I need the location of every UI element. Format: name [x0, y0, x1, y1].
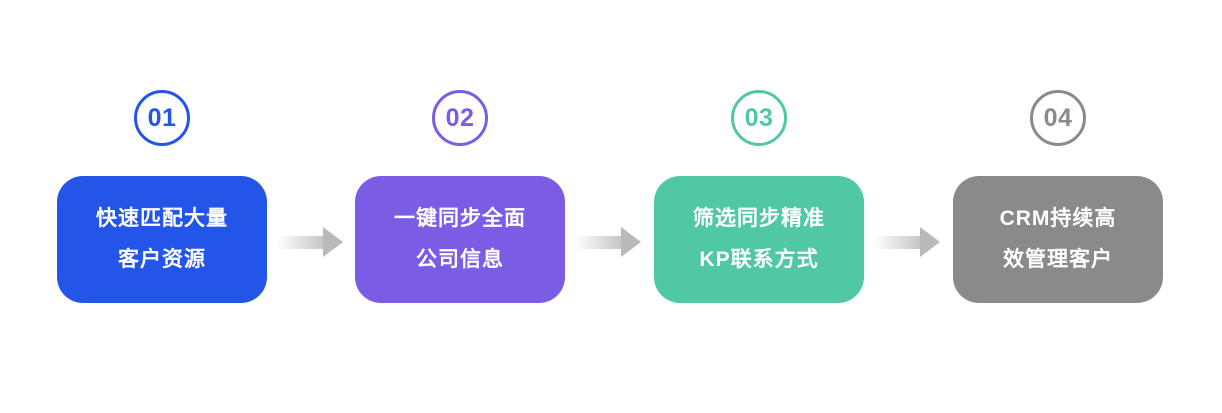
step-4-card-line1: CRM持续高 [999, 207, 1117, 230]
arrow-tail [576, 235, 621, 249]
arrow-right-icon [576, 227, 641, 257]
arrow-tail [278, 235, 323, 249]
step-2-card-line2: 公司信息 [416, 248, 504, 271]
arrow-right-icon [278, 227, 343, 257]
step-1-card-line2: 客户资源 [118, 248, 206, 271]
step-4-card-line2: 效管理客户 [1003, 248, 1113, 271]
step-1-card-line1: 快速匹配大量 [96, 207, 228, 230]
step-3-card-line1: 筛选同步精准 [693, 207, 825, 230]
step-1-card: 快速匹配大量 客户资源 [57, 176, 267, 303]
step-3-card-line2: KP联系方式 [699, 248, 819, 271]
arrow-right-icon [875, 227, 940, 257]
step-4: 04 CRM持续高 效管理客户 [953, 90, 1163, 303]
step-3-card: 筛选同步精准 KP联系方式 [654, 176, 864, 303]
step-4-number-badge: 04 [1030, 90, 1086, 146]
step-3: 03 筛选同步精准 KP联系方式 [654, 90, 864, 303]
step-1: 01 快速匹配大量 客户资源 [57, 90, 267, 303]
step-2-number-badge: 02 [432, 90, 488, 146]
step-2: 02 一键同步全面 公司信息 [355, 90, 565, 303]
step-4-card: CRM持续高 效管理客户 [953, 176, 1163, 303]
step-2-card-line1: 一键同步全面 [394, 207, 526, 230]
arrow-head [323, 227, 343, 257]
arrow-head [621, 227, 641, 257]
step-3-number-badge: 03 [731, 90, 787, 146]
arrow-tail [875, 235, 920, 249]
step-1-number-badge: 01 [134, 90, 190, 146]
step-2-card: 一键同步全面 公司信息 [355, 176, 565, 303]
arrow-head [920, 227, 940, 257]
